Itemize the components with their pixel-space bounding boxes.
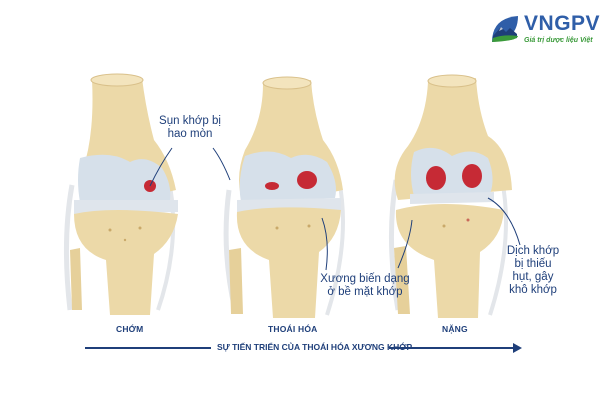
callout-bone-deformed: Xương biến dạng ở bề mặt khớp [310, 273, 420, 299]
callout-cartilage-worn-line1: Sụn khớp bị [159, 115, 221, 127]
callout-fluid-lacking-line4: khô khớp [509, 284, 557, 296]
callout-bone-deformed-line2: ở bề mặt khớp [327, 286, 403, 298]
callout-bone-deformed-line1: Xương biến dạng [320, 273, 410, 285]
knee-severe-stage-illustration [388, 74, 512, 318]
brand-name-gpv: GPV [554, 12, 600, 35]
callout-fluid-lacking-line3: hụt, gây [512, 271, 554, 283]
brand-logo: VNGPV Giá trị dược liệu Việt [490, 12, 600, 52]
callout-fluid-lacking-line1: Dịch khớp [506, 245, 560, 257]
arrow-right-icon [513, 343, 522, 353]
stage-label-early: CHỚM [116, 324, 144, 334]
callout-cartilage-worn: Sụn khớp bị hao mòn [150, 115, 230, 141]
callout-cartilage-worn-line2: hao mòn [167, 128, 213, 140]
stage-label-severe: NẶNG [442, 324, 468, 334]
progression-line-right [389, 347, 515, 349]
progression-label: SỰ TIẾN TRIỂN CỦA THOÁI HÓA XƯƠNG KHỚP [217, 342, 413, 352]
callout-fluid-lacking-line2: bị thiếu [514, 258, 552, 270]
brand-name: VNGPV [524, 12, 600, 36]
mountain-leaf-logo-icon [492, 16, 518, 42]
knee-degeneration-illustration [223, 76, 345, 318]
progression-line-left [85, 347, 211, 349]
progression-arrow: SỰ TIẾN TRIỂN CỦA THOÁI HÓA XƯƠNG KHỚP [85, 342, 525, 354]
brand-name-vn: VN [524, 12, 555, 35]
callout-fluid-lacking: Dịch khớp bị thiếu hụt, gây khô khớp [488, 245, 578, 297]
stage-label-degeneration: THOÁI HÓA [268, 324, 318, 334]
knee-early-stage-illustration [63, 73, 178, 315]
brand-tagline: Giá trị dược liệu Việt [524, 37, 593, 44]
